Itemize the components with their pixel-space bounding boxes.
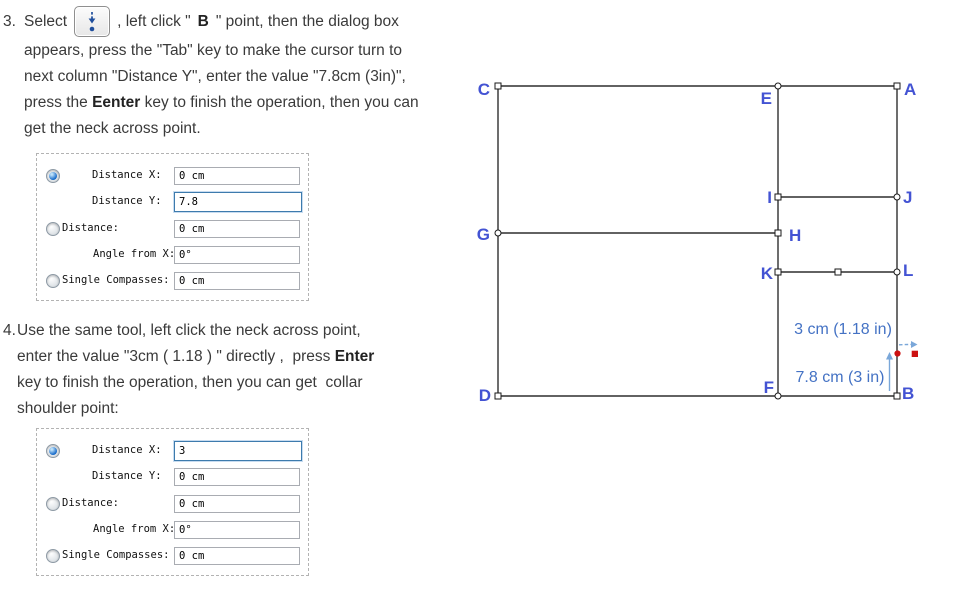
point-marker-C [494,82,502,90]
step4-line2: enter the value "3cm ( 1.18 ) " directly… [17,344,374,370]
single-compasses-label: Single Compasses: [62,549,170,561]
point-marker-E [774,82,782,90]
radio-single-compasses[interactable] [46,274,60,288]
step3-line5: get the neck across point. [24,120,201,137]
step3-number: 3. [3,13,16,30]
point-label-J: J [903,188,912,207]
point-marker-KL-mid [834,268,842,276]
step3-bold-b: B [197,12,209,30]
radio-distance-xy-selected[interactable] [46,169,60,183]
radio-single-compasses[interactable] [46,549,60,563]
radio-distance-xy-selected[interactable] [46,444,60,458]
distance-y-input[interactable] [174,468,300,486]
step4-number: 4. [3,322,16,339]
distance-x-input[interactable] [174,167,300,185]
dialog1-row-distance-y: Distance Y: [37,192,308,213]
point-marker-K [774,268,782,276]
step4-line4: shoulder point: [17,400,119,417]
point-marker-H [774,229,782,237]
point-marker-I [774,193,782,201]
point-label-L: L [903,261,913,280]
step4-text: enter the value "3cm ( 1.18 ) " directly… [17,348,335,365]
point-label-E: E [761,89,772,108]
step4-line3: key to finish the operation, then you ca… [17,374,363,391]
point-marker-A [893,82,901,90]
dialog2-row-angle: Angle from X: [37,521,308,541]
point-label-D: D [479,386,491,405]
step3-line3: next column "Distance Y", enter the valu… [24,68,406,85]
distance-dialog-2: Distance X: Distance Y: Distance: Angle … [36,428,309,576]
angle-from-x-input[interactable] [174,521,300,539]
arrow-right-head-icon [911,341,918,348]
measure-3cm: 3 cm (1.18 in) [794,321,892,338]
distance-x-input[interactable] [174,441,302,461]
distance-label: Distance: [62,222,119,234]
step3-text: key to finish the operation, then you ca… [140,94,419,111]
red-point-dot [894,350,901,357]
dialog2-row-single-compasses: Single Compasses: [37,547,308,567]
dialog1-row-angle: Angle from X: [37,246,308,266]
step3-text: Select [24,12,68,30]
point-marker-J [893,193,901,201]
single-compasses-label: Single Compasses: [62,274,170,286]
step3-line1: Select , left click " B " point, then the d… [24,5,419,38]
point-at-distance-tool-icon [74,6,111,37]
arrow-up-head-icon [886,352,893,360]
distance-y-label: Distance Y: [92,195,162,207]
dialog2-row-distance: Distance: [37,495,308,515]
distance-x-label: Distance X: [92,169,162,181]
point-label-C: C [478,80,490,99]
distance-x-label: Distance X: [92,444,162,456]
step4-bold-enter: Enter [334,348,375,365]
point-marker-F [774,392,782,400]
point-label-F: F [764,378,774,397]
radio-distance[interactable] [46,497,60,511]
single-compasses-input[interactable] [174,272,300,290]
point-label-A: A [904,80,916,99]
step4-instruction: 4. Use the same tool, left click the nec… [3,318,374,422]
single-compasses-input[interactable] [174,547,300,565]
angle-from-x-label: Angle from X: [93,248,176,260]
step3-instruction: 3. Select , left click " B " point, then th… [3,5,419,142]
measure-7-8cm: 7.8 cm (3 in) [796,369,885,386]
point-label-K: K [761,264,774,283]
red-point-square [911,350,918,357]
dialog1-row-single-compasses: Single Compasses: [37,272,308,292]
step3-text: " point, then the dialog box [215,12,399,30]
dialog2-row-distance-x: Distance X: [37,441,308,462]
dialog1-row-distance: Distance: [37,220,308,240]
distance-y-label: Distance Y: [92,470,162,482]
step3-line4: press the Eenter key to finish the opera… [24,90,419,116]
distance-y-input[interactable] [174,192,302,212]
dialog1-row-distance-x: Distance X: [37,167,308,187]
point-marker-D [494,392,502,400]
distance-input[interactable] [174,495,300,513]
step3-bold-enter: Eenter [92,94,141,111]
radio-distance[interactable] [46,222,60,236]
distance-dialog-1: Distance X: Distance Y: Distance: Angle … [36,153,309,301]
step3-line2: appears, press the "Tab" key to make the… [24,42,403,59]
point-label-B: B [902,384,914,403]
step3-text: press the [24,94,93,111]
angle-from-x-input[interactable] [174,246,300,264]
point-marker-L [893,268,901,276]
point-label-H: H [789,226,801,245]
dialog2-row-distance-y: Distance Y: [37,468,308,488]
step3-text: , left click " [117,12,191,30]
step4-line1: Use the same tool, left click the neck a… [17,322,361,339]
point-marker-G [494,229,502,237]
point-label-I: I [767,188,772,207]
point-marker-B [893,392,901,400]
point-label-G: G [477,225,490,244]
angle-from-x-label: Angle from X: [93,523,176,535]
distance-input[interactable] [174,220,300,238]
distance-label: Distance: [62,497,119,509]
